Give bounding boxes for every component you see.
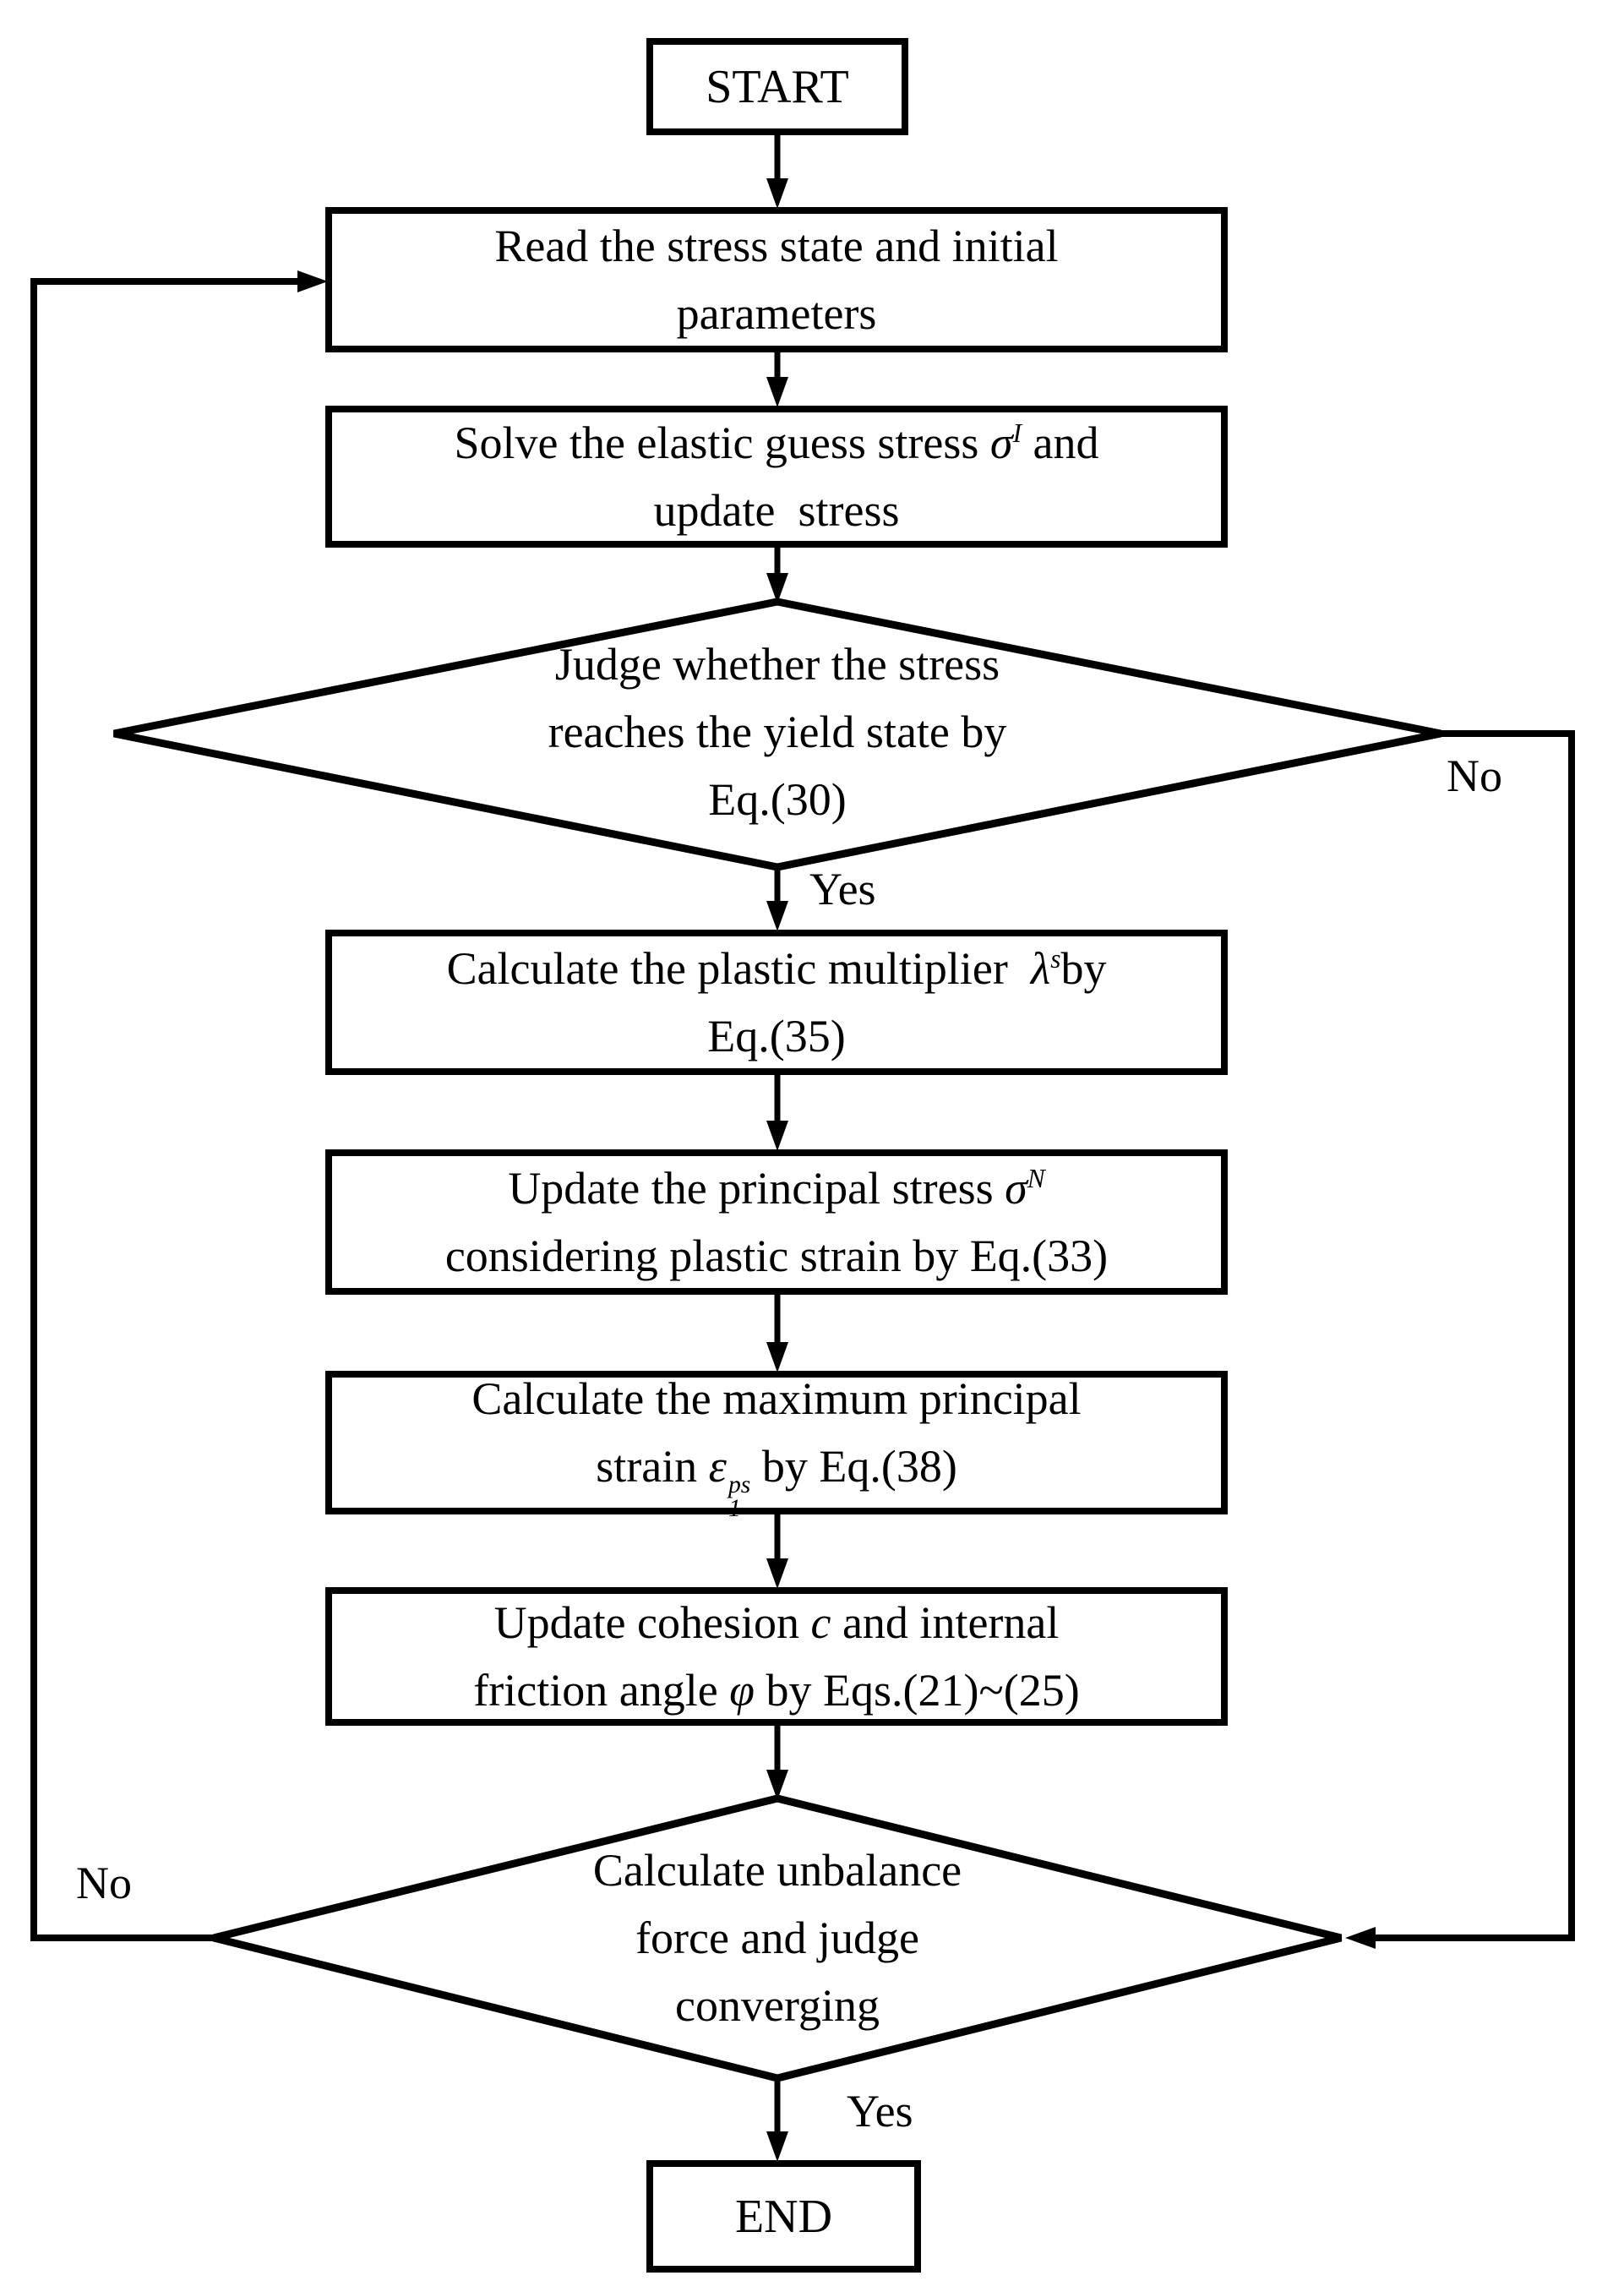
max-strain-line1: Calculate the maximum principal (471, 1372, 1082, 1424)
end-label: END (734, 2190, 833, 2243)
sigma-n-superscript: N (1027, 1164, 1045, 1193)
sigma-n-symbol: σ (1005, 1163, 1027, 1214)
read-parameters-node: Read the stress state and initial parame… (325, 207, 1228, 352)
max-strain-line2-pre: strain (596, 1440, 709, 1492)
lambda-superscript: s (1050, 944, 1061, 974)
phi-symbol: φ (729, 1665, 755, 1716)
sigma-symbol: σ (989, 417, 1013, 468)
arrow-multiplier-to-stress-head (766, 1121, 788, 1151)
end-node: END (646, 2160, 921, 2273)
judge-yield-text: Judge whether the stress reaches the yie… (304, 630, 1251, 833)
max-strain-line2-post: by Eq.(38) (750, 1440, 957, 1492)
epsilon-superscript: ps (728, 1471, 751, 1498)
judge-converge-line3: converging (675, 1980, 880, 2031)
cohesion-line1-post: and internal (831, 1597, 1060, 1648)
judge-converge-line1: Calculate unbalance (592, 1845, 962, 1896)
no-loop-right-arrowhead (1345, 1927, 1376, 1949)
plastic-multiplier-node: Calculate the plastic multiplier λsby Eq… (325, 930, 1228, 1075)
solve-line1-post: and (1022, 417, 1099, 468)
arrow-stress-to-strain-head (766, 1342, 788, 1372)
start-label: START (706, 60, 849, 113)
epsilon-subscript: 1 (728, 1495, 741, 1523)
multiplier-line1-post: by (1060, 943, 1107, 994)
update-principal-stress-node: Update the principal stress σN consideri… (325, 1149, 1228, 1295)
arrow-cohesion-to-converge-head (766, 1770, 788, 1800)
read-line1: Read the stress state and initial (494, 221, 1059, 271)
multiplier-line1-pre: Calculate the plastic multiplier (446, 943, 1031, 994)
judge-converge-text: Calculate unbalance force and judge conv… (355, 1836, 1200, 2039)
start-node: START (646, 38, 908, 135)
cohesion-c-symbol: c (810, 1597, 831, 1648)
judge-converge-line2: force and judge (635, 1913, 919, 1963)
judge-yield-line2: reaches the yield state by (548, 707, 1007, 757)
multiplier-line2: Eq.(35) (707, 1011, 846, 1061)
no-loop-left-line (30, 278, 299, 1941)
max-principal-strain-node: Calculate the maximum principal strain ε… (325, 1371, 1228, 1521)
update-stress-line2: considering plastic strain by Eq.(33) (444, 1231, 1109, 1281)
cohesion-line2-pre: friction angle (473, 1665, 730, 1716)
arrow-start-to-read-head (766, 178, 788, 209)
solve-elastic-guess-node: Solve the elastic guess stress σI and up… (325, 406, 1228, 548)
no-loop-left-arrowhead (297, 270, 328, 292)
solve-line1-pre: Solve the elastic guess stress (454, 417, 990, 468)
arrow-strain-to-cohesion-head (766, 1558, 788, 1589)
epsilon-symbol: ε (708, 1440, 727, 1492)
no-loop-right-line (1374, 730, 1575, 1941)
multiplier-line1: Calculate the plastic multiplier λsby (447, 935, 1107, 1002)
edge-label-yes-converge: Yes (847, 2086, 913, 2136)
update-cohesion-node: Update cohesion c and internal friction … (325, 1587, 1228, 1726)
read-line2: parameters (676, 288, 877, 339)
cohesion-line1: Update cohesion c and internal (494, 1589, 1060, 1656)
judge-yield-line3: Eq.(30) (708, 774, 847, 825)
sigma-superscript: I (1012, 418, 1022, 448)
judge-yield-line1: Judge whether the stress (554, 639, 1000, 690)
cohesion-line2: friction angle φ by Eqs.(21)~(25) (473, 1656, 1079, 1724)
update-stress-line1-pre: Update the principal stress (508, 1163, 1005, 1214)
arrow-solve-to-yield-head (766, 573, 788, 603)
edge-label-no-converge: No (76, 1858, 132, 1908)
edge-label-yes-yield: Yes (809, 864, 876, 914)
arrow-read-to-solve-head (766, 377, 788, 407)
lambda-symbol: λ (1030, 943, 1051, 994)
cohesion-line2-post: by Eqs.(21)~(25) (755, 1665, 1080, 1716)
arrow-yes-to-multiplier-head (766, 901, 788, 931)
cohesion-line1-pre: Update cohesion (493, 1597, 811, 1648)
solve-line2: update stress (653, 485, 900, 536)
update-stress-line1: Update the principal stress σN (508, 1154, 1044, 1222)
edge-label-no-yield: No (1447, 750, 1502, 801)
solve-line1: Solve the elastic guess stress σI and (455, 409, 1099, 477)
arrow-yes-to-end-head (766, 2131, 788, 2162)
